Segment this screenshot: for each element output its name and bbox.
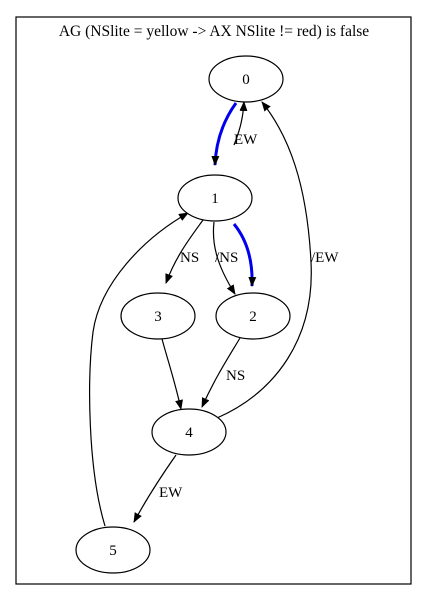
state-node-5: 5	[75, 526, 151, 574]
state-node-0: 0	[208, 55, 284, 103]
state-node-3: 3	[120, 292, 196, 340]
state-node-ellipse	[215, 292, 291, 340]
state-node-label: 1	[211, 191, 219, 207]
state-node-2: 2	[215, 292, 291, 340]
graph-title: AG (NSlite = yellow -> AX NSlite != red)…	[59, 23, 369, 40]
state-node-label: 2	[249, 309, 257, 325]
state-node-ellipse	[75, 526, 151, 574]
state-node-label: 5	[109, 543, 117, 559]
edge-1-to-2-highlighted	[232, 223, 257, 287]
edge-5-to-1	[89, 212, 189, 527]
state-node-1: 1	[177, 174, 253, 222]
edge-label-1-to-2: /NS	[215, 250, 238, 266]
edge-4-to-0	[216, 101, 312, 419]
edge-1-to-0	[233, 101, 248, 146]
state-node-ellipse	[120, 292, 196, 340]
edge-label-1-to-0: EW	[234, 132, 258, 148]
edge-1-to-3	[165, 219, 204, 284]
edge-3-to-4	[161, 338, 183, 410]
edge-2-to-4	[201, 337, 241, 408]
state-node-label: 4	[185, 425, 193, 441]
state-node-4: 4	[151, 408, 227, 456]
graph-frame	[15, 16, 412, 585]
state-node-label: 3	[154, 309, 162, 325]
edge-label-4-to-0: /EW	[311, 250, 339, 266]
edge-label-4-to-5: EW	[159, 485, 183, 501]
state-node-ellipse	[208, 55, 284, 103]
edge-label-2-to-4: NS	[226, 368, 245, 384]
state-node-ellipse	[151, 408, 227, 456]
edge-1-to-2	[212, 221, 236, 295]
edge-label-1-to-3: NS	[180, 250, 199, 266]
edge-0-to-1-highlighted	[211, 102, 238, 166]
edge-4-to-5	[133, 454, 177, 523]
state-node-ellipse	[177, 174, 253, 222]
state-node-label: 0	[242, 72, 250, 88]
